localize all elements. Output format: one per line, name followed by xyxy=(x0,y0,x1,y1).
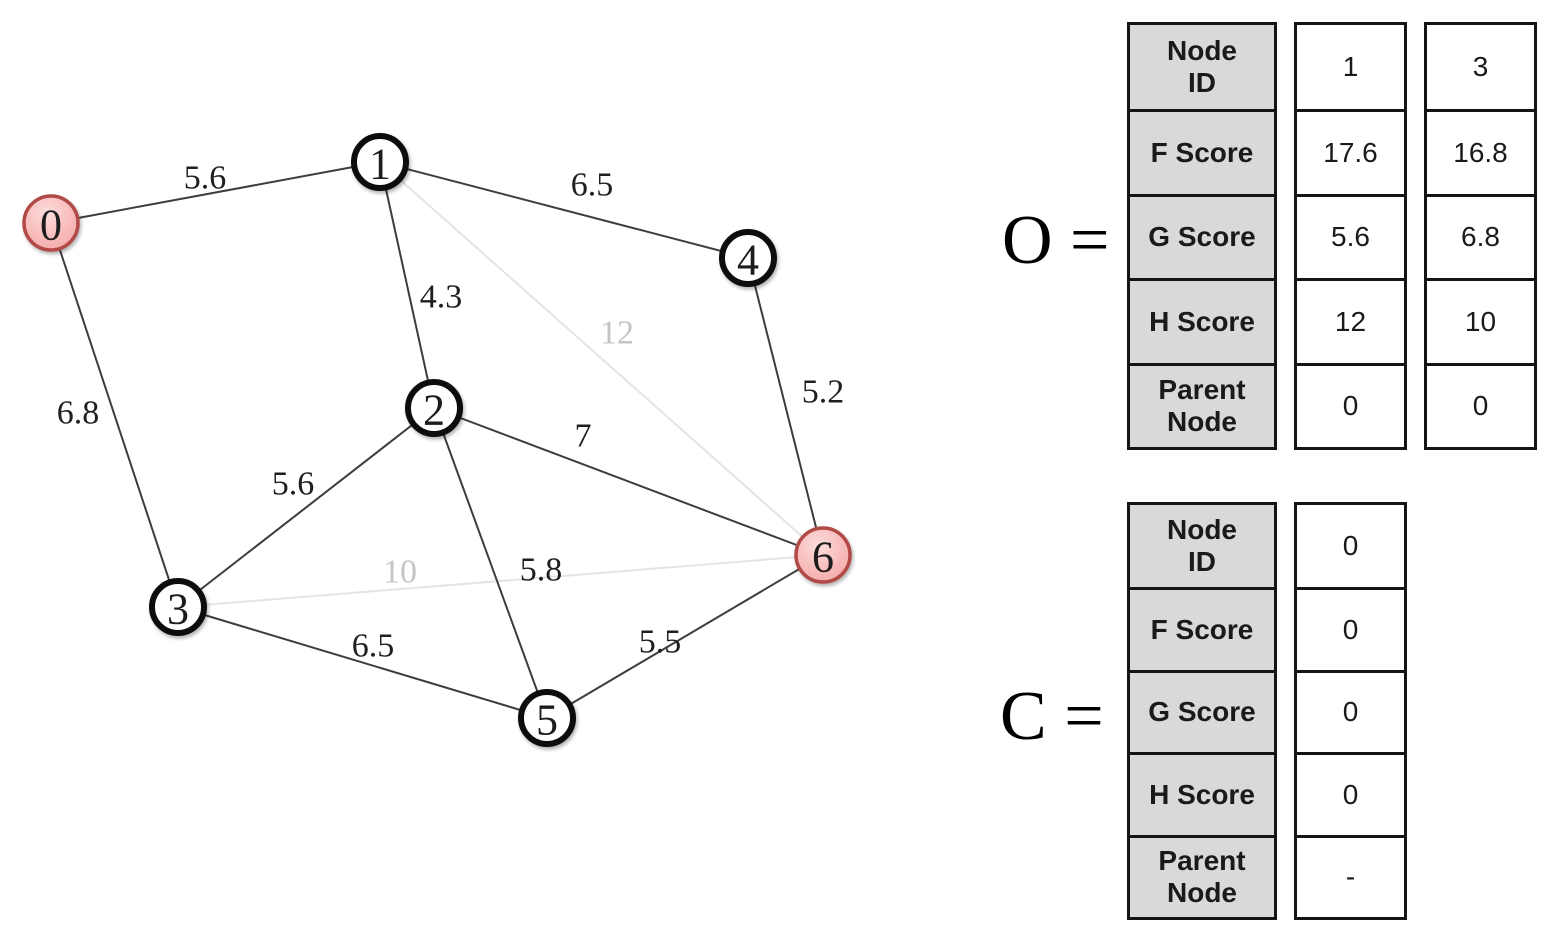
graph-edge-weight-1-2: 4.3 xyxy=(420,279,463,316)
graph-node-circle-5 xyxy=(518,689,576,747)
graph-node-label-6: 6 xyxy=(812,533,834,582)
open-2-h-score: 10 xyxy=(1427,278,1534,362)
graph-edge-2-5 xyxy=(433,407,548,719)
graph-node-2: 2 xyxy=(405,379,463,437)
closed-header-g-score: G Score xyxy=(1130,669,1274,752)
graph-node-circle-1 xyxy=(351,133,409,191)
graph-edge-0-3 xyxy=(50,222,179,608)
closed-header-h-score: H Score xyxy=(1130,752,1274,834)
open-list-entry-2: 3 16.8 6.8 10 0 xyxy=(1424,22,1537,450)
graph-edge-weight-3-6: 10 xyxy=(383,554,417,591)
closed-1-h-score: 0 xyxy=(1297,752,1404,834)
graph-node-circle-6 xyxy=(794,526,852,584)
closed-1-parent-node: - xyxy=(1297,834,1404,917)
graph-edge-weight-1-6: 12 xyxy=(600,315,634,352)
closed-header-parent-node: Parent Node xyxy=(1130,834,1274,917)
open-1-parent-node: 0 xyxy=(1297,362,1404,447)
edge-weights-layer: 5.6 6.8 6.5 4.3 12 5.2 5.6 7 5.8 10 6.5 5.5 xyxy=(57,160,845,665)
graph-edge-weight-4-6: 5.2 xyxy=(802,374,845,411)
graph-node-circle-3 xyxy=(149,578,207,636)
closed-1-node-id: 0 xyxy=(1342,530,1359,562)
open-2-g-score: 6.8 xyxy=(1427,193,1534,278)
graph-edge-weight-2-3: 5.6 xyxy=(272,466,315,503)
graph-edge-4-6 xyxy=(747,257,824,556)
open-list-entry-1: 1 17.6 5.6 12 0 xyxy=(1294,22,1407,450)
open-2-node-id: 3 xyxy=(1472,51,1489,83)
open-header-f-score: F Score xyxy=(1130,109,1274,193)
graph-edge-weight-1-4: 6.5 xyxy=(571,167,614,204)
graph-node-label-1: 1 xyxy=(369,140,391,189)
closed-1-g-score: 0 xyxy=(1297,669,1404,752)
graph-node-6: 6 xyxy=(794,526,852,584)
graph-edge-1-6 xyxy=(379,161,824,556)
graph-node-circle-2 xyxy=(405,379,463,437)
graph-node-circle-0 xyxy=(22,194,80,252)
open-1-f-score: 17.6 xyxy=(1297,109,1404,193)
graph-edge-1-2 xyxy=(379,161,435,409)
open-1-h-score: 12 xyxy=(1297,278,1404,362)
graph-edge-3-6 xyxy=(177,554,824,608)
graph-node-label-3: 3 xyxy=(167,585,189,634)
graph-edge-weight-3-5: 6.5 xyxy=(352,628,395,665)
open-1-node-id: 1 xyxy=(1342,51,1359,83)
graph-edge-2-3 xyxy=(177,407,435,608)
open-list-label: O = xyxy=(1002,202,1110,279)
graph-node-circle-4 xyxy=(719,229,777,287)
graph-edge-2-6 xyxy=(433,407,824,556)
graph-edge-weight-0-1: 5.6 xyxy=(184,160,227,197)
graph-node-5: 5 xyxy=(518,689,576,747)
open-header-g-score: G Score xyxy=(1130,193,1274,278)
closed-header-f-score: F Score xyxy=(1130,587,1274,669)
open-2-f-score: 16.8 xyxy=(1427,109,1534,193)
closed-list-table: Node ID F Score G Score H Score Parent N… xyxy=(1127,502,1407,920)
graph-edge-weight-0-3: 6.8 xyxy=(57,395,100,432)
closed-list-label: C = xyxy=(1000,678,1104,755)
open-2-parent-node: 0 xyxy=(1427,362,1534,447)
graph-node-0: 0 xyxy=(22,194,80,252)
graph-edge-weight-2-5: 5.8 xyxy=(520,552,563,589)
open-header-node-id: Node ID xyxy=(1167,35,1237,99)
graph-edge-weight-5-6: 5.5 xyxy=(639,624,682,661)
edges-layer xyxy=(50,161,824,719)
graph-edge-3-5 xyxy=(177,606,548,719)
graph-node-4: 4 xyxy=(719,229,777,287)
open-list-header-column: Node ID F Score G Score H Score Parent N… xyxy=(1127,22,1277,450)
graph-edge-0-1 xyxy=(50,161,381,224)
graph-node-label-2: 2 xyxy=(423,386,445,435)
graph-node-label-5: 5 xyxy=(536,696,558,745)
closed-header-node-id: Node ID xyxy=(1167,514,1237,578)
graph-edge-1-4 xyxy=(379,161,749,259)
graph-node-1: 1 xyxy=(351,133,409,191)
closed-list-entry-1: 0 0 0 0 - xyxy=(1294,502,1407,920)
graph-edge-5-6 xyxy=(546,554,824,719)
graph-edge-weight-2-6: 7 xyxy=(575,418,592,455)
graph-node-label-0: 0 xyxy=(40,201,62,250)
closed-1-f-score: 0 xyxy=(1297,587,1404,669)
open-header-parent-node: Parent Node xyxy=(1130,362,1274,447)
open-list-table: Node ID F Score G Score H Score Parent N… xyxy=(1127,22,1537,450)
graph-node-label-4: 4 xyxy=(737,236,759,285)
muted-edges-layer xyxy=(177,161,824,608)
graph-node-3: 3 xyxy=(149,578,207,636)
closed-list-header-column: Node ID F Score G Score H Score Parent N… xyxy=(1127,502,1277,920)
open-header-h-score: H Score xyxy=(1130,278,1274,362)
open-1-g-score: 5.6 xyxy=(1297,193,1404,278)
